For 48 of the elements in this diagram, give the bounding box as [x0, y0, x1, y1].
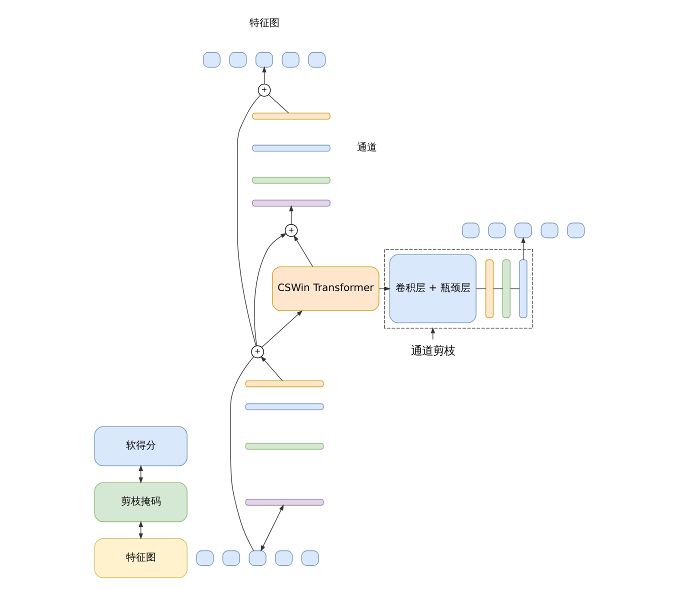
node-box — [567, 222, 585, 238]
connector — [268, 94, 289, 114]
node-bar — [502, 259, 510, 318]
node-box — [222, 550, 240, 566]
node-bar — [252, 176, 330, 184]
node-box — [282, 52, 300, 68]
label: 通道 — [356, 142, 377, 154]
arrow — [294, 234, 314, 267]
node-bar — [252, 144, 330, 152]
arrow — [260, 356, 283, 382]
node-box — [196, 550, 214, 566]
node-box — [301, 550, 319, 566]
node-box — [308, 52, 326, 68]
node-box: CSWin Transformer — [272, 266, 380, 312]
arrow — [261, 310, 303, 348]
node-bar — [245, 442, 324, 450]
connector — [476, 288, 486, 290]
arrow — [262, 66, 266, 84]
node-bar — [519, 259, 528, 318]
node-box: 软得分 — [94, 426, 188, 466]
node-box: 特征图 — [94, 538, 188, 578]
node-bar — [245, 380, 324, 388]
arrow — [521, 236, 526, 260]
connector — [510, 288, 520, 290]
connector — [493, 288, 503, 290]
connector — [230, 356, 254, 551]
arrow — [289, 205, 294, 225]
node-box — [256, 52, 274, 68]
node-bar — [252, 112, 330, 120]
node-box — [540, 222, 558, 238]
node-box — [514, 222, 532, 238]
connector — [237, 94, 261, 346]
label: 特征图 — [249, 18, 280, 29]
node-box: 卷积层 + 瓶颈层 — [389, 254, 476, 324]
node-bar — [252, 200, 330, 206]
node-box — [229, 52, 247, 68]
node-text: 通道剪枝 — [410, 344, 455, 358]
node-box — [462, 222, 480, 238]
arrow — [254, 233, 287, 346]
node-bar — [486, 259, 494, 318]
arrow — [260, 504, 284, 552]
node-box — [488, 222, 506, 238]
node-box: 剪枝掩码 — [94, 482, 188, 522]
node-box — [275, 550, 293, 566]
node-bar — [245, 403, 324, 410]
node-box — [202, 52, 220, 68]
node-bar — [245, 498, 324, 506]
node-box — [248, 550, 266, 566]
